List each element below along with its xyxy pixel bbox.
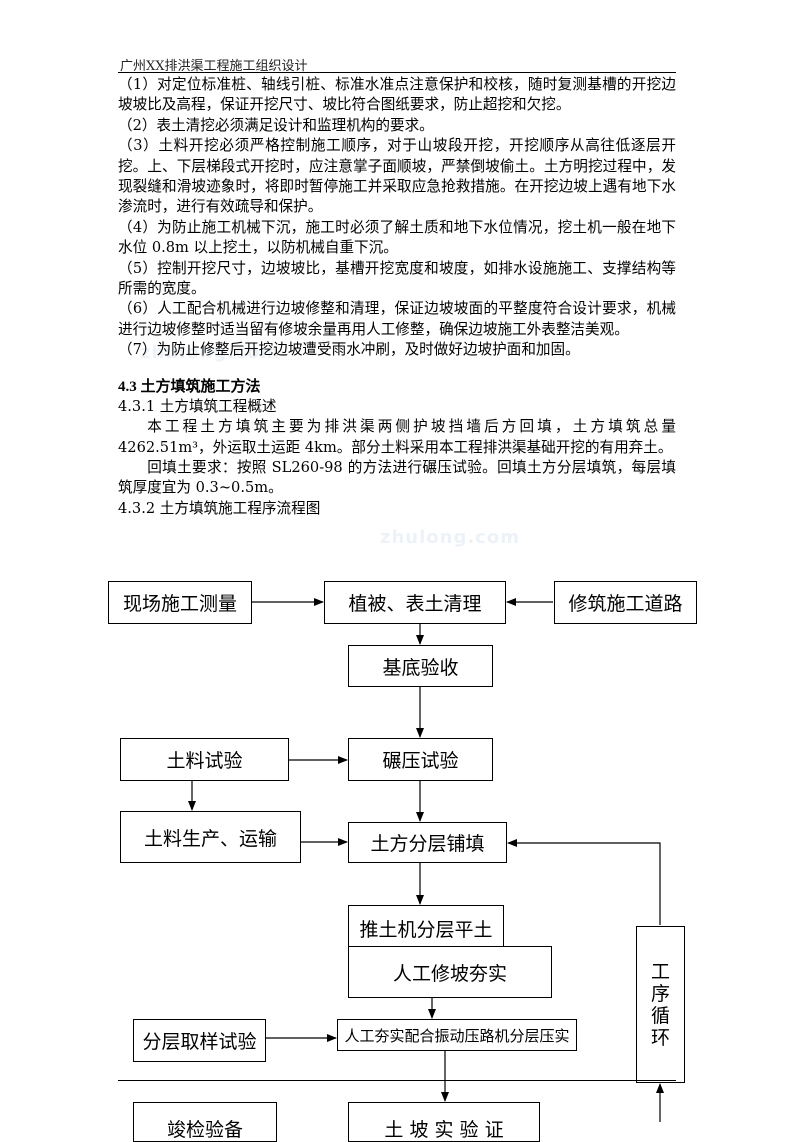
paragraph: （6）人工配合机械进行边坡修整和清理，保证边坡坡面的平整度符合设计要求，机械进行… [118,300,676,338]
flow-box-soil-test: 土料试验 [120,738,289,781]
paragraph: （1）对定位标准桩、轴线引桩、标准水准点注意保护和校核，随时复测基槽的开挖边坡坡… [118,76,676,114]
flow-box-compaction-test: 碾压试验 [348,738,493,781]
header-title: 广州XX排洪渠工程施工组织设计 [120,59,308,74]
footer-rule [118,1080,676,1081]
cycle-char: 工 [650,960,670,983]
cycle-char: 环 [650,1026,670,1049]
header-rule [118,72,676,73]
flow-box-bulldozer: 推土机分层平土 [348,905,504,951]
watermark: zhulong.com [380,527,520,548]
paragraph: 本工程土方填筑主要为排洪渠两侧护坡挡墙后方回填，土方填筑总量 4262.51m³… [118,418,676,456]
subsection-heading: 4.3.1 土方填筑工程概述 [118,397,277,415]
flow-box-clearing: 植被、表土清理 [324,581,506,624]
flow-box-road: 修筑施工道路 [554,581,697,624]
subsection-heading: 4.3.2 土方填筑施工程序流程图 [118,499,321,517]
cycle-char: 循 [650,1004,670,1027]
flow-box-cycle: 工 序 循 环 [636,926,685,1083]
flow-box-manual-slope: 人工修坡夯实 [348,946,552,998]
flow-box-bottom-mid: 土 坡 实 验 证 [348,1102,540,1142]
watermark: zhulong.com [140,342,280,363]
flow-box-layered-fill: 土方分层铺填 [348,822,507,863]
paragraph: 回填土要求：按照 SL260-98 的方法进行碾压试验。回填土方分层填筑，每层填… [118,458,676,497]
paragraph: （5）控制开挖尺寸，边坡坡比，基槽开挖宽度和坡度，如排水设施施工、支撑结构等所需… [118,259,676,298]
flow-box-soil-production: 土料生产、运输 [120,811,301,863]
flow-box-sampling: 分层取样试验 [133,1019,266,1062]
paragraph: （2）表土清挖必须满足设计和监理机构的要求。 [118,116,434,134]
paragraph: （7）为防止修整后开挖边坡遭受雨水冲刷，及时做好边坡护面和加固。 [118,341,580,359]
paragraph: （4）为防止施工机械下沉，施工时必须了解土质和地下水位情况，挖土机一般在地下水位… [118,218,676,257]
section-heading: 4.3 土方填筑施工方法 [118,378,261,395]
flow-box-survey: 现场施工测量 [108,581,252,624]
cycle-char: 序 [650,982,670,1005]
flow-box-base-check: 基底验收 [348,645,493,687]
paragraph: （3）土料开挖必须严格控制施工顺序，对于山坡段开挖，开挖顺序从高往低逐层开挖。上… [118,137,676,216]
flow-box-compact-combo: 人工夯实配合振动压路机分层压实 [337,1019,577,1051]
flow-box-bottom-left: 竣检验备 [133,1102,277,1142]
loop-arrow [507,839,661,925]
document-body: （1）对定位标准桩、轴线引桩、标准水准点注意保护和校核，随时复测基槽的开挖边坡坡… [118,75,676,519]
